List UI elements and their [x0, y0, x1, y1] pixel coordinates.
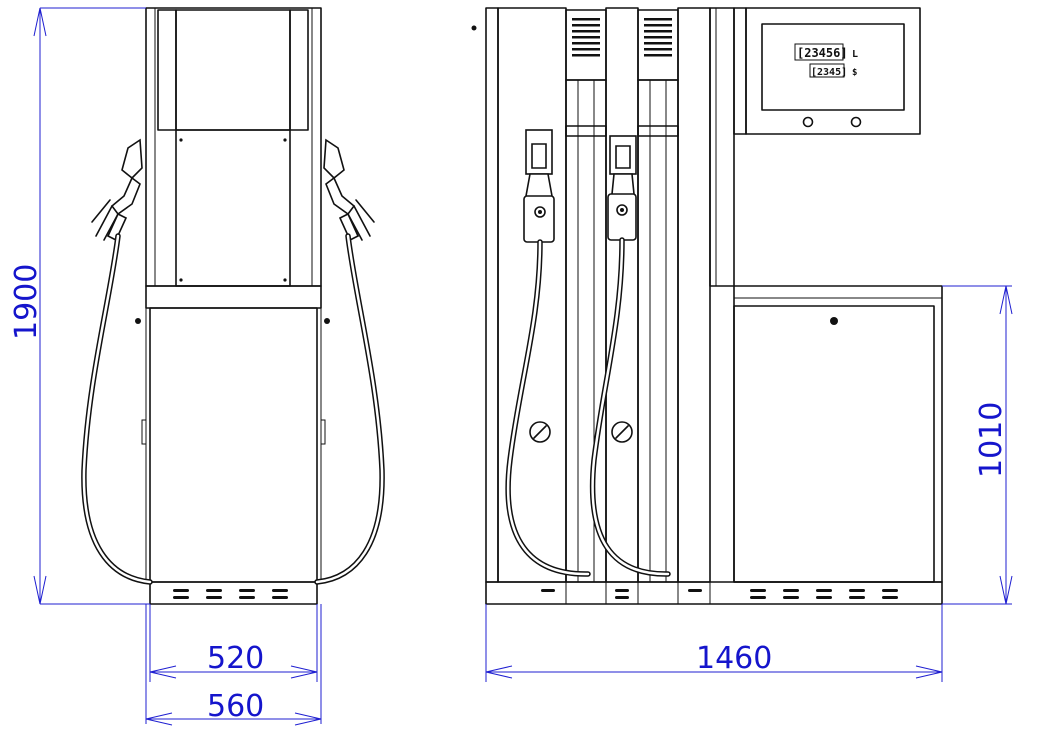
dim-label-560: 560 — [207, 689, 264, 724]
front-right-upright — [289, 9, 309, 131]
display-button-right — [850, 116, 862, 128]
front-left-upright — [157, 9, 177, 131]
dim-label-1460: 1460 — [696, 641, 772, 676]
front-left-nozzle — [91, 138, 143, 242]
front-right-hose — [314, 233, 385, 585]
dimension-labels: 1900 520 560 1460 1010 — [9, 264, 1009, 724]
display-button-left — [802, 116, 814, 128]
side-cabinet-lock — [830, 317, 838, 325]
front-left-hose — [81, 233, 153, 585]
front-view — [81, 7, 385, 605]
display-housing — [745, 7, 921, 135]
front-base-vents — [173, 589, 288, 599]
display-screen — [761, 23, 905, 111]
front-middle-panel — [175, 129, 291, 287]
side-hose-1 — [505, 239, 591, 577]
side-nozzle-2 — [607, 135, 637, 241]
dim-label-520: 520 — [207, 641, 264, 676]
side-view: [23456] L [2345] $ — [471, 7, 943, 605]
side-base — [485, 581, 943, 605]
side-display-head: [23456] L [2345] $ — [733, 7, 921, 135]
front-top-panel — [175, 9, 291, 131]
side-lower-cabinet — [733, 285, 943, 583]
side-left-post — [485, 7, 499, 583]
side-nozzle-1 — [523, 129, 555, 243]
side-column-1 — [565, 9, 607, 583]
front-upper-frame — [145, 7, 322, 287]
side-hose-2 — [589, 237, 671, 577]
display-line1: [23456] — [797, 46, 848, 60]
dimension-lines — [33, 7, 1013, 726]
dim-label-1010: 1010 — [974, 402, 1009, 478]
display-line1-unit: L — [852, 49, 858, 60]
side-base-vents — [541, 589, 898, 599]
side-meter-1 — [529, 421, 551, 443]
display-line2: [2345] — [811, 67, 847, 78]
side-column-2 — [637, 9, 679, 583]
front-right-nozzle — [323, 138, 375, 242]
display-line2-unit: $ — [852, 68, 857, 78]
front-lower-cabinet — [149, 307, 318, 583]
side-meter-2 — [611, 421, 633, 443]
front-band — [145, 285, 322, 309]
dim-label-1900: 1900 — [9, 264, 44, 340]
front-base — [149, 581, 318, 605]
